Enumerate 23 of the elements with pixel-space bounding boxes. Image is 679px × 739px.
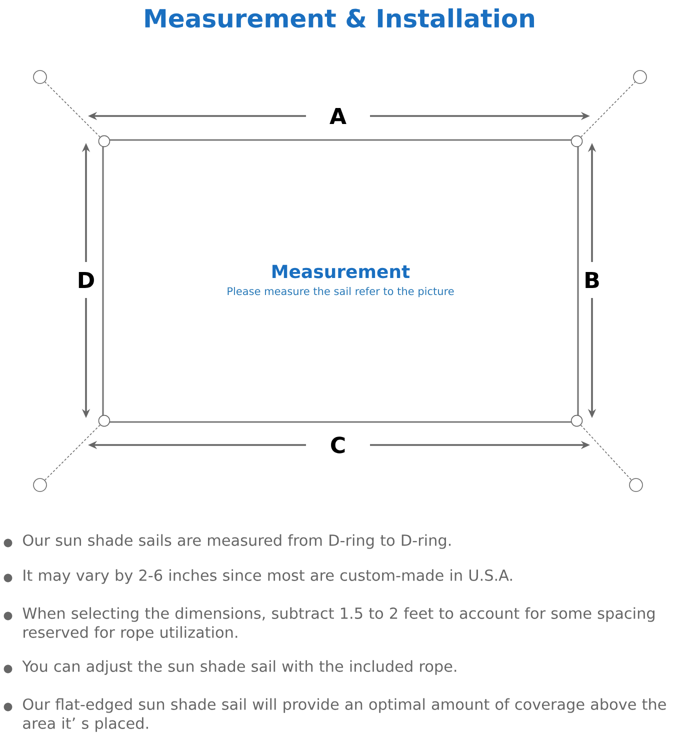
d-ring — [98, 135, 110, 148]
anchor-circle — [629, 478, 643, 492]
note-text: When selecting the dimensions, subtract 1.5 to 2 feet to account for some spacing reserved for rope utilization. — [22, 607, 654, 641]
rope-line — [580, 424, 632, 480]
d-ring — [98, 414, 110, 427]
anchor-circle — [633, 70, 647, 84]
dimension-letter: B — [586, 272, 599, 288]
dimension-letter: D — [78, 272, 94, 288]
d-ring — [570, 414, 583, 427]
sail-rectangle: Measurement Please measure the sail refer to the picture — [102, 139, 579, 423]
note-text: Our sun shade sails are measured from D-ring to D-ring. — [23, 534, 451, 549]
title: Measurement & Installation — [145, 8, 534, 28]
rope-line — [44, 81, 100, 138]
rope-line — [44, 424, 100, 481]
dimension-letter: C — [331, 436, 345, 454]
note-text: Our flat-edged sun shade sail will provide an optimal amount of coverage above the area it’ s placed. — [23, 698, 666, 732]
note-text: You can adjust the sun shade sail with the included rope. — [22, 660, 456, 675]
anchor-circle — [33, 70, 47, 84]
dimension-letter: A — [330, 108, 346, 124]
rope-line — [580, 82, 636, 138]
anchor-circle — [33, 478, 47, 492]
d-ring — [570, 135, 583, 148]
note-text: It may vary by 2-6 inches since most are custom-made in U.S.A. — [24, 569, 512, 584]
